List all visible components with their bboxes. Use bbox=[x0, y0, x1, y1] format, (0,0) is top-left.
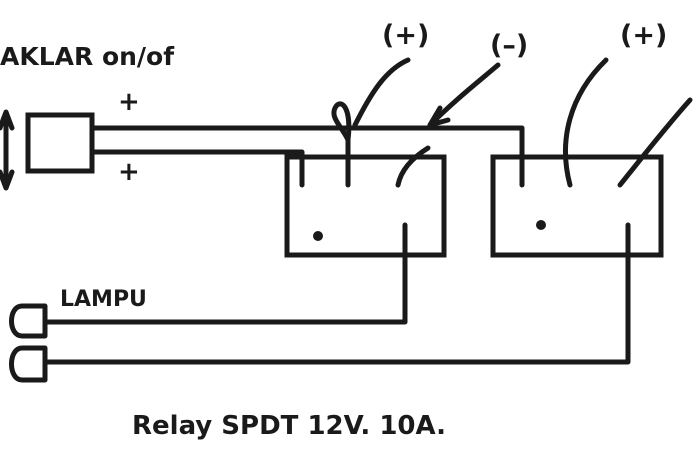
switch-label: AKLAR on/of bbox=[0, 42, 175, 71]
relay-1-pin-nc bbox=[313, 231, 323, 241]
diagram-caption: Relay SPDT 12V. 10A. bbox=[132, 411, 446, 441]
terminal-label-neg: (–) bbox=[490, 30, 528, 61]
switch-plus-bottom: + bbox=[118, 157, 140, 187]
switch-plus-top: + bbox=[118, 87, 140, 117]
relay-2-pin-nc bbox=[536, 220, 546, 230]
relay-2-pin-out-wire bbox=[617, 97, 693, 188]
lamp-wire-1 bbox=[42, 222, 408, 325]
pointer-neg bbox=[427, 62, 501, 128]
relay-1-pin-neg-wire bbox=[395, 145, 431, 188]
pointer-neg-arrowhead bbox=[427, 105, 451, 128]
toggle-arrow-head-down bbox=[0, 169, 15, 191]
switch-wire-bottom bbox=[89, 149, 305, 188]
relay-1-pin-loop-wire bbox=[331, 101, 352, 188]
lamp-bulb-2 bbox=[9, 345, 48, 383]
relay-2-body bbox=[490, 154, 664, 258]
relay-1-body bbox=[284, 154, 447, 258]
terminal-label-pos-1: (+) bbox=[382, 20, 429, 51]
lamp-wire-2 bbox=[42, 222, 631, 365]
terminal-label-pos-2: (+) bbox=[620, 20, 667, 51]
pointer-pos-1 bbox=[352, 57, 411, 128]
switch-wire-top bbox=[89, 125, 525, 188]
switch-body bbox=[25, 112, 95, 174]
toggle-arrow-head-up bbox=[0, 109, 15, 131]
lamp-label: LAMPU bbox=[60, 287, 147, 312]
lamp-bulb-1 bbox=[9, 303, 48, 339]
relay-2-pin-pos-wire bbox=[563, 57, 609, 188]
